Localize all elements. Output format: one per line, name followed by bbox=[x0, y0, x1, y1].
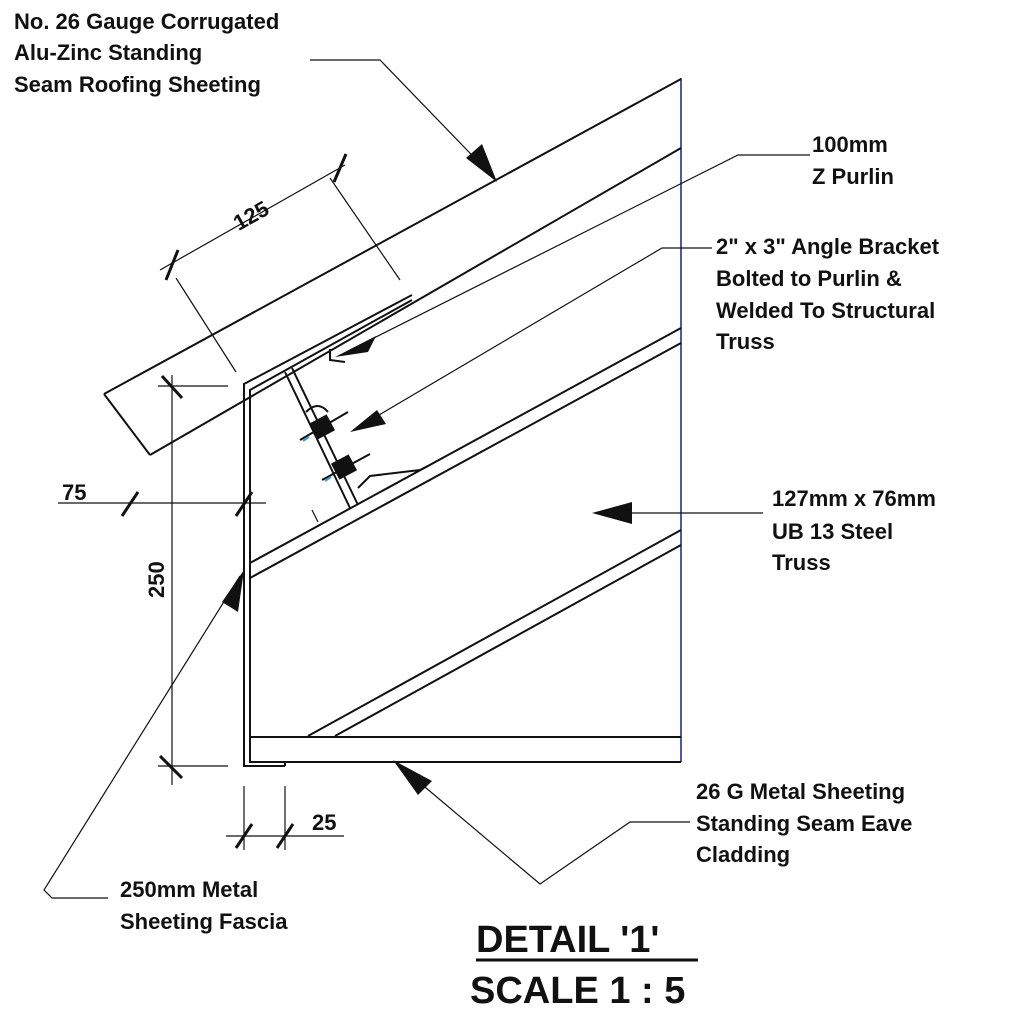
leader-bracket bbox=[350, 247, 712, 432]
dimension-125-text: 125 bbox=[229, 196, 273, 236]
title-scale: SCALE 1 : 5 bbox=[470, 970, 685, 1012]
label-eave-line2: Standing Seam Eave bbox=[696, 811, 912, 836]
label-eave-line3: Cladding bbox=[696, 842, 790, 867]
label-purlin-line1: 100mm bbox=[812, 132, 888, 157]
label-bracket-line4: Truss bbox=[716, 329, 775, 354]
label-fascia: 250mm Metal Sheeting Fascia bbox=[120, 877, 288, 934]
dimension-125 bbox=[159, 153, 401, 373]
label-truss-line3: Truss bbox=[772, 550, 831, 575]
z-purlin bbox=[243, 294, 413, 767]
label-truss-line2: UB 13 Steel bbox=[772, 519, 893, 544]
label-bracket-line3: Welded To Structural bbox=[716, 298, 935, 323]
truss-top-chord bbox=[249, 327, 682, 579]
label-fascia-line2: Sheeting Fascia bbox=[120, 909, 288, 934]
label-purlin: 100mm Z Purlin bbox=[812, 132, 894, 189]
label-eave-line1: 26 G Metal Sheeting bbox=[696, 779, 905, 804]
label-roofing-line3: Seam Roofing Sheeting bbox=[14, 72, 261, 97]
label-eave: 26 G Metal Sheeting Standing Seam Eave C… bbox=[696, 779, 912, 867]
title-block: DETAIL '1' SCALE 1 : 5 bbox=[470, 919, 698, 1012]
truss-diagonal bbox=[307, 529, 682, 737]
dimension-75-text: 75 bbox=[62, 480, 86, 505]
dimension-75 bbox=[58, 491, 266, 517]
truss-bottom-chord bbox=[250, 736, 681, 763]
label-fascia-line1: 250mm Metal bbox=[120, 877, 258, 902]
label-truss: 127mm x 76mm UB 13 Steel Truss bbox=[772, 486, 936, 575]
title-detail: DETAIL '1' bbox=[476, 919, 659, 961]
label-bracket-line1: 2" x 3" Angle Bracket bbox=[716, 234, 940, 259]
leader-truss bbox=[592, 502, 763, 524]
leader-roofing bbox=[310, 59, 497, 182]
roofing-sheet bbox=[103, 78, 682, 456]
leader-fascia bbox=[43, 570, 244, 899]
leader-eave bbox=[393, 760, 690, 885]
dimension-25-text: 25 bbox=[312, 810, 336, 835]
label-truss-line1: 127mm x 76mm bbox=[772, 486, 936, 511]
leader-purlin bbox=[335, 154, 810, 357]
dimension-25 bbox=[226, 786, 344, 850]
dimension-250 bbox=[158, 374, 228, 785]
label-roofing-line2: Alu-Zinc Standing bbox=[14, 40, 202, 65]
label-bracket: 2" x 3" Angle Bracket Bolted to Purlin &… bbox=[716, 234, 940, 354]
label-bracket-line2: Bolted to Purlin & bbox=[716, 266, 902, 291]
label-purlin-line2: Z Purlin bbox=[812, 164, 894, 189]
dimension-250-text: 250 bbox=[144, 561, 169, 598]
label-roofing-line1: No. 26 Gauge Corrugated bbox=[14, 9, 279, 34]
bolt-lower bbox=[321, 453, 371, 482]
bolt-upper bbox=[299, 405, 349, 442]
angle-bracket bbox=[284, 367, 429, 523]
label-roofing: No. 26 Gauge Corrugated Alu-Zinc Standin… bbox=[14, 9, 279, 97]
